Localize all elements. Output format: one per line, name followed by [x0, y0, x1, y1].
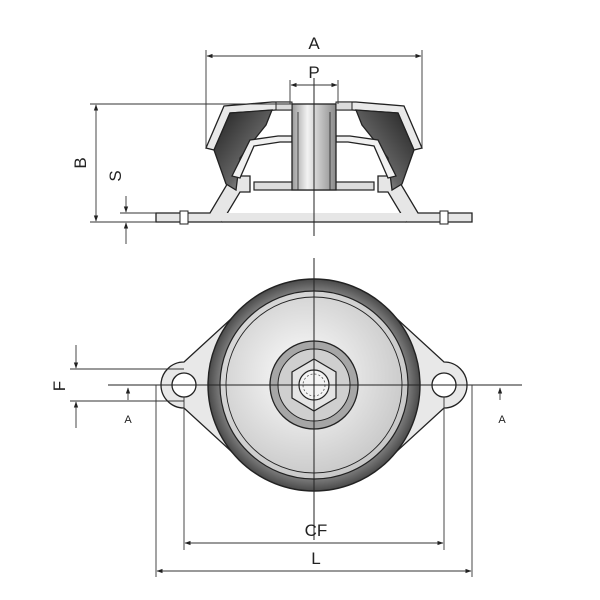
flange-hole-left [179, 210, 189, 225]
dim-l-label: L [311, 549, 320, 568]
section-marker-right-label: A [498, 414, 506, 426]
dim-p-label: P [308, 63, 319, 82]
dim-b-label: B [71, 157, 90, 168]
section-view: A P B S [71, 34, 473, 244]
dim-cf-label: CF [305, 521, 328, 540]
dim-f-label: F [50, 381, 69, 391]
base-flange-right [377, 175, 473, 223]
base-flange [155, 175, 251, 223]
flange-hole-right [439, 210, 449, 225]
plan-view: F A A CF L [50, 258, 522, 577]
dim-a-top-label: A [308, 34, 320, 53]
section-marker-left-label: A [124, 414, 132, 426]
dim-s-label: S [106, 170, 125, 181]
